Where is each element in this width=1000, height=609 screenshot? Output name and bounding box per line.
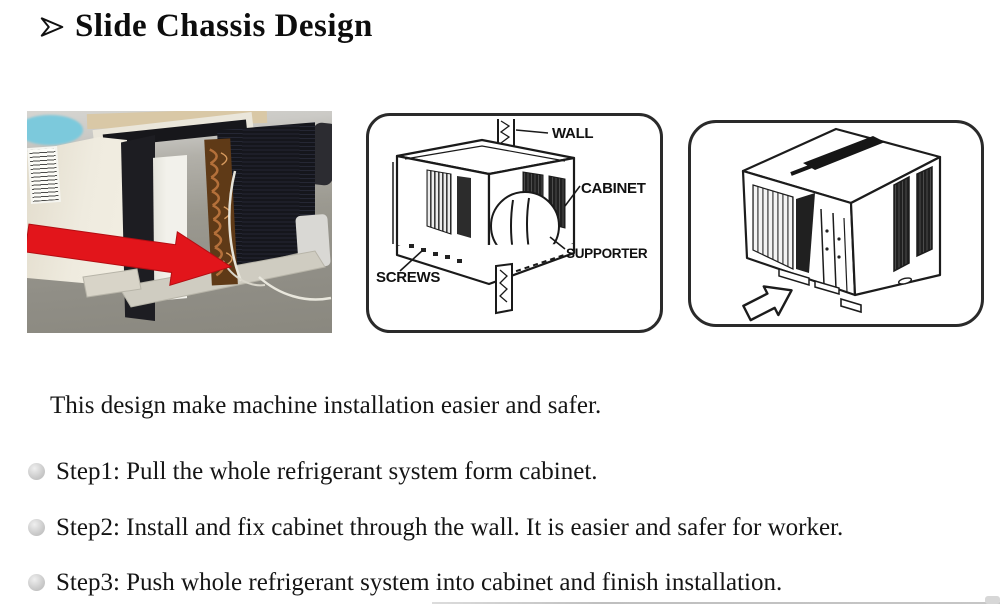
photo-background-blue-object xyxy=(27,115,83,145)
bullet-icon xyxy=(28,574,45,591)
arrowhead-bullet-icon xyxy=(40,16,64,37)
page-title: Slide Chassis Design xyxy=(75,8,373,44)
installation-diagram: WALL CABINET SUPPORTER SCREWS xyxy=(366,113,663,333)
installation-diagram-drawing: WALL CABINET SUPPORTER SCREWS xyxy=(376,119,648,315)
bullet-icon xyxy=(28,463,45,480)
intro-text: This design make machine installation ea… xyxy=(50,392,602,419)
page-header: Slide Chassis Design xyxy=(38,8,373,45)
cabinet-label: CABINET xyxy=(581,180,646,197)
step-item-3: Step3: Push whole refrigerant system int… xyxy=(56,569,783,596)
divider-end-mark xyxy=(985,596,1000,604)
chassis-pulled-out-photo xyxy=(27,111,332,333)
screws-label: SCREWS xyxy=(376,269,440,286)
assembled-unit-diagram xyxy=(688,120,984,327)
red-arrow-icon xyxy=(27,223,233,287)
photo-overlay xyxy=(27,138,332,308)
supporter-label: SUPPORTER xyxy=(566,246,648,261)
copper-tubing xyxy=(204,138,238,286)
wall-label: WALL xyxy=(552,125,593,142)
step-item-2: Step2: Install and fix cabinet through t… xyxy=(56,514,844,541)
assembled-unit-drawing xyxy=(741,127,942,322)
bullet-icon xyxy=(28,519,45,536)
divider-line xyxy=(432,602,1000,604)
step-item-1: Step1: Pull the whole refrigerant system… xyxy=(56,458,598,485)
push-arrow-icon xyxy=(742,285,793,322)
